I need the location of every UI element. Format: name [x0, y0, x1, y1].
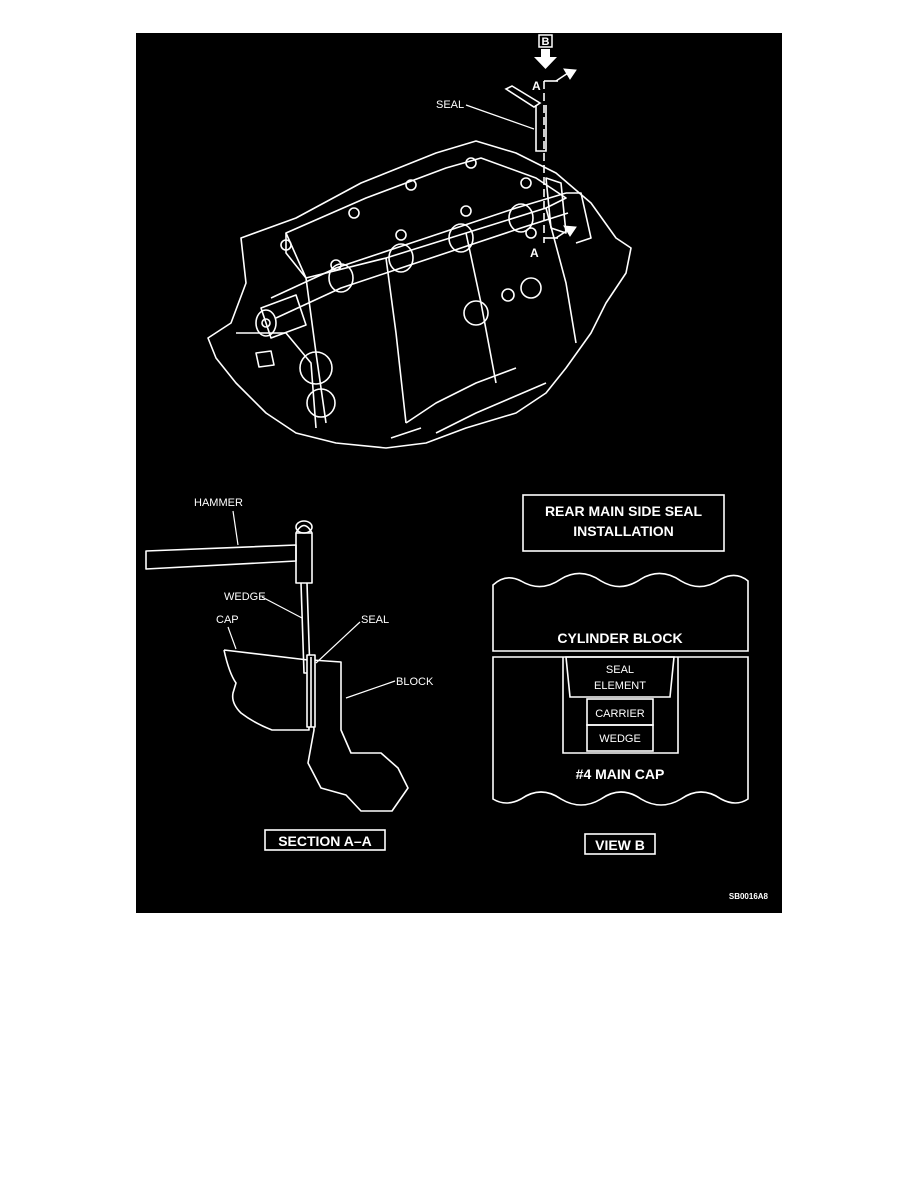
wedge-label: WEDGE: [224, 591, 266, 603]
view-b-drawing: [492, 572, 749, 806]
view-b-marker: B: [542, 36, 550, 48]
hammer-leader: [232, 510, 239, 546]
cap-label: CAP: [216, 614, 239, 626]
wedge-leader: [261, 596, 303, 619]
block-label: BLOCK: [396, 676, 434, 688]
figure-id: SB0016A8: [729, 892, 769, 901]
view-b-arrow: B: [534, 34, 557, 69]
cap-leader: [227, 626, 237, 650]
title-line-2: INSTALLATION: [573, 523, 674, 539]
section-line-a-a: [543, 68, 577, 243]
section-a-a-drawing: [145, 520, 409, 812]
main-cap-label: #4 MAIN CAP: [576, 766, 665, 782]
seal-element-line-1: SEAL: [606, 664, 634, 676]
seal-piece: [504, 85, 547, 152]
carrier-label: CARRIER: [595, 708, 645, 720]
section-a-a-caption-box: [264, 829, 386, 851]
seal-label-top: SEAL: [436, 99, 464, 111]
cylinder-block-label: CYLINDER BLOCK: [557, 630, 682, 646]
view-b-caption: VIEW B: [595, 837, 645, 853]
block-leader: [345, 680, 396, 699]
seal-element-line-2: ELEMENT: [594, 680, 646, 692]
section-a-a-caption: SECTION A–A: [278, 833, 372, 849]
title-box: [522, 494, 725, 552]
section-marker-top: A: [532, 79, 541, 93]
diagram-canvas: B A A SEAL HAMMER WED: [145, 34, 769, 901]
seal-label-section: SEAL: [361, 614, 389, 626]
seal-leader-top: [465, 104, 535, 130]
section-marker-bottom: A: [530, 246, 539, 260]
view-b-caption-box: [584, 833, 656, 855]
seal-leader-section: [315, 621, 361, 664]
title-line-1: REAR MAIN SIDE SEAL: [545, 503, 703, 519]
diagram-panel: B A A SEAL HAMMER WED: [136, 33, 782, 913]
hammer-label: HAMMER: [194, 497, 243, 509]
wedge-label-view-b: WEDGE: [599, 733, 641, 745]
engine-block-illustration: [207, 140, 632, 449]
